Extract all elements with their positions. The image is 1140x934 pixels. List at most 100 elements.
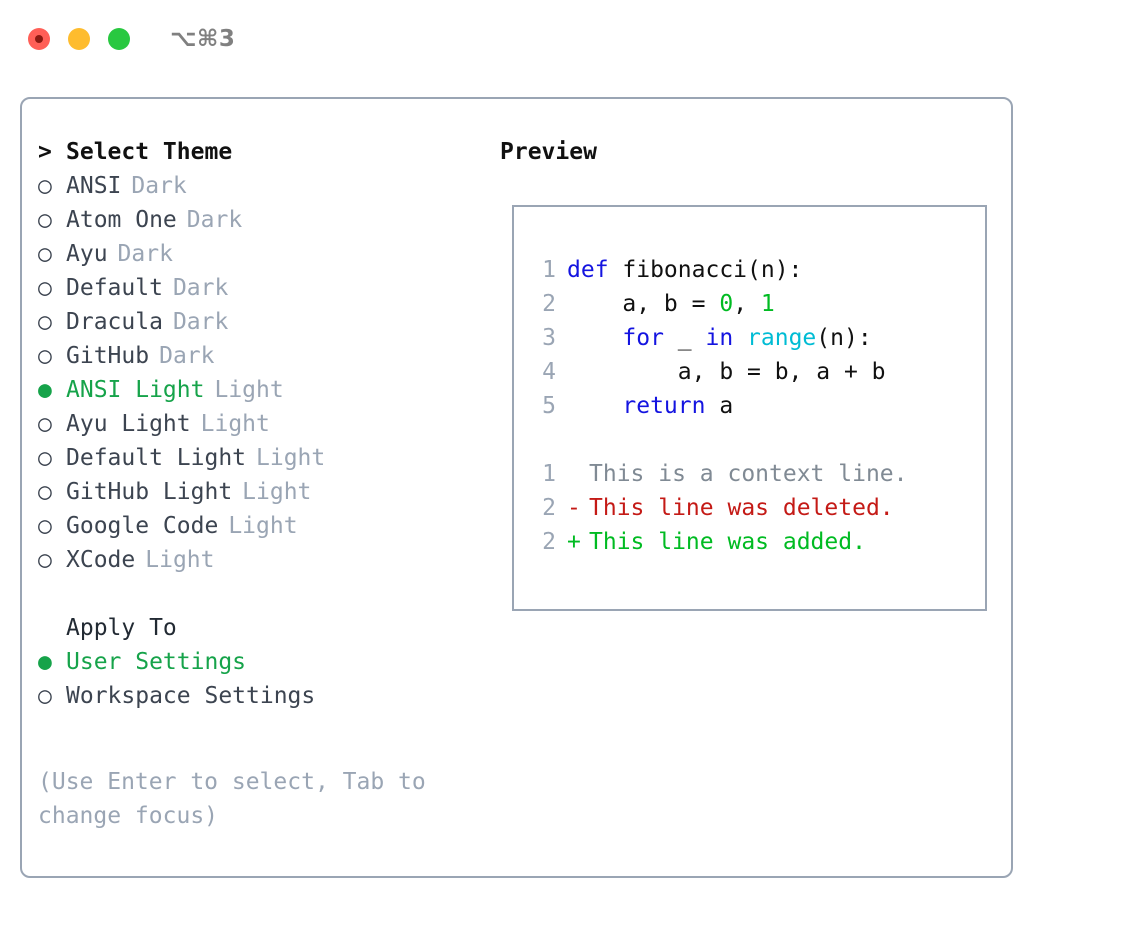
theme-item[interactable]: ○ Default Dark bbox=[38, 271, 478, 305]
spacer-icon: ○ bbox=[38, 611, 66, 645]
theme-item-variant: Light bbox=[145, 547, 215, 573]
code-token-plain: , bbox=[733, 291, 761, 317]
theme-item-variant: Dark bbox=[131, 173, 187, 199]
theme-item-variant: Light bbox=[200, 411, 270, 437]
code-line-text: return a bbox=[567, 389, 733, 423]
theme-item-variant: Light bbox=[228, 513, 298, 539]
maximize-button[interactable] bbox=[108, 28, 130, 50]
caret-icon: > bbox=[38, 139, 52, 165]
diff-marker-icon: - bbox=[567, 495, 581, 521]
diff-sample: 1 This is a context line.2-This line was… bbox=[528, 457, 975, 559]
diff-marker-icon bbox=[567, 457, 589, 491]
radio-unselected-icon: ○ bbox=[38, 445, 52, 471]
radio-unselected-icon: ○ bbox=[38, 275, 52, 301]
theme-item[interactable]: ○ Google Code Light bbox=[38, 509, 478, 543]
theme-item[interactable]: ○ Dracula Dark bbox=[38, 305, 478, 339]
close-button-glyph bbox=[35, 35, 43, 43]
theme-item[interactable]: ○ ANSI Dark bbox=[38, 169, 478, 203]
code-token-plain bbox=[567, 325, 622, 351]
code-spacer bbox=[528, 423, 975, 457]
theme-item-label: ANSI Light bbox=[66, 377, 205, 403]
radio-selected-icon: ● bbox=[38, 377, 52, 403]
theme-item-label: Ayu Light bbox=[66, 411, 191, 437]
radio-unselected-icon: ○ bbox=[38, 173, 52, 199]
theme-item-label: XCode bbox=[66, 547, 136, 573]
code-line: 3 for _ in range(n): bbox=[528, 321, 975, 355]
theme-item-label: Atom One bbox=[66, 207, 177, 233]
theme-item-variant: Dark bbox=[172, 309, 229, 335]
code-token-plain: fibonacci(n): bbox=[608, 257, 803, 283]
diff-line-add: 2+This line was added. bbox=[528, 525, 975, 559]
theme-item-variant: Light bbox=[214, 377, 284, 403]
code-token-plain: (n): bbox=[816, 325, 872, 351]
code-token-plain: a bbox=[705, 393, 734, 419]
theme-item-label: ANSI bbox=[66, 173, 122, 199]
radio-unselected-icon: ○ bbox=[38, 547, 52, 573]
apply-to-item[interactable]: ●User Settings bbox=[38, 645, 478, 679]
line-number: 4 bbox=[542, 359, 556, 385]
minimize-button-glyph bbox=[75, 35, 83, 43]
code-token-fn: range bbox=[747, 325, 817, 351]
theme-item-variant: Dark bbox=[172, 275, 229, 301]
radio-selected-icon: ● bbox=[38, 649, 52, 675]
diff-line-del: 2-This line was deleted. bbox=[528, 491, 975, 525]
radio-unselected-icon: ○ bbox=[38, 207, 52, 233]
diff-line-number: 2 bbox=[542, 495, 556, 521]
radio-unselected-icon: ○ bbox=[38, 309, 52, 335]
theme-item-label: Dracula bbox=[66, 309, 163, 335]
close-button[interactable] bbox=[28, 28, 50, 50]
apply-to-item-label: Workspace Settings bbox=[66, 683, 316, 709]
diff-line-ctx: 1 This is a context line. bbox=[528, 457, 975, 491]
code-token-kw: def bbox=[567, 257, 609, 283]
code-token-kw: for bbox=[622, 325, 664, 351]
title-bar: ⌥⌘3 bbox=[0, 0, 1140, 78]
minimize-button[interactable] bbox=[68, 28, 90, 50]
code-token-num: 1 bbox=[760, 291, 775, 317]
code-token-plain bbox=[567, 393, 622, 419]
theme-item[interactable]: ○ XCode Light bbox=[38, 543, 478, 577]
preview-title: Preview bbox=[500, 139, 597, 165]
code-line-text: a, b = b, a + b bbox=[567, 355, 886, 389]
apply-to-item[interactable]: ○Workspace Settings bbox=[38, 679, 478, 713]
line-number: 5 bbox=[542, 393, 556, 419]
radio-unselected-icon: ○ bbox=[38, 513, 52, 539]
theme-item-label: Default Light bbox=[66, 445, 247, 471]
theme-item-variant: Dark bbox=[186, 207, 243, 233]
diff-line-text: This line was deleted. bbox=[589, 495, 894, 521]
code-token-plain: _ bbox=[663, 325, 706, 351]
theme-item-label: GitHub bbox=[66, 343, 150, 369]
theme-item[interactable]: ● ANSI Light Light bbox=[38, 373, 478, 407]
diff-line-number: 1 bbox=[542, 461, 556, 487]
window-controls bbox=[28, 28, 148, 50]
theme-item[interactable]: ○ Atom One Dark bbox=[38, 203, 478, 237]
theme-item-label: Google Code bbox=[66, 513, 219, 539]
line-number: 3 bbox=[542, 325, 556, 351]
apply-to-header-label: Apply To bbox=[66, 615, 177, 641]
maximize-button-glyph bbox=[115, 35, 123, 43]
apply-to-list: ●User Settings○Workspace Settings bbox=[38, 645, 478, 713]
code-token-num: 0 bbox=[719, 291, 734, 317]
code-line-text: def fibonacci(n): bbox=[567, 253, 802, 287]
code-token-plain bbox=[733, 325, 747, 351]
code-line: 1 def fibonacci(n): bbox=[528, 253, 975, 287]
code-line: 2 a, b = 0, 1 bbox=[528, 287, 975, 321]
theme-item-label: GitHub Light bbox=[66, 479, 233, 505]
theme-item-variant: Dark bbox=[159, 343, 215, 369]
theme-picker-header-label: Select Theme bbox=[66, 139, 233, 165]
theme-item-label: Default bbox=[66, 275, 163, 301]
code-token-plain: a, b = bbox=[567, 291, 720, 317]
line-number: 1 bbox=[542, 257, 556, 283]
code-line: 4 a, b = b, a + b bbox=[528, 355, 975, 389]
